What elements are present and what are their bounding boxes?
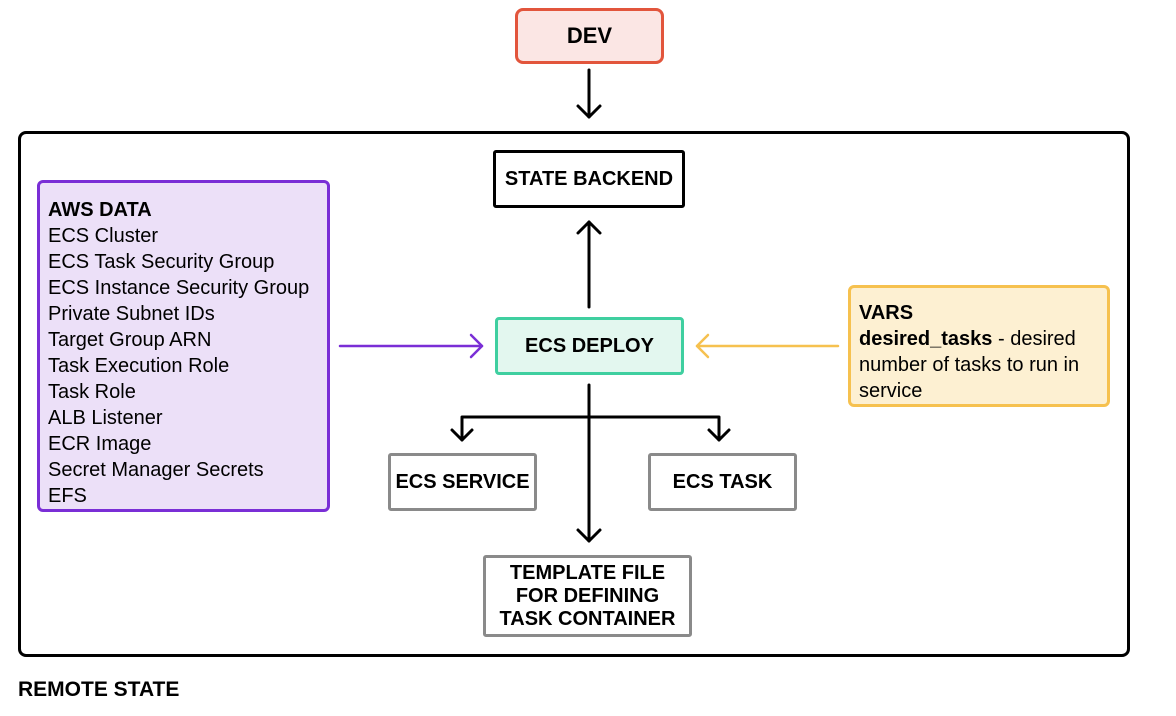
template-file-node: TEMPLATE FILE FOR DEFINING TASK CONTAINE… [483,555,692,637]
aws-data-item: ECS Cluster [48,225,159,247]
aws-data-item: Target Group ARN [48,329,212,351]
aws-data-item: ECR Image [48,433,152,455]
arrow-dev-to-remote [576,68,602,119]
state-backend-node: STATE BACKEND [493,150,685,208]
aws-data-item: ECS Instance Security Group [48,277,310,299]
state-backend-label: STATE BACKEND [504,168,674,190]
vars-panel: VARS desired_tasks - desired number of t… [848,285,1110,407]
vars-title: VARS [859,302,914,324]
ecs-service-node: ECS SERVICE [388,453,537,511]
arrow-aws-data-to-deploy [338,333,484,359]
aws-data-item: ECS Task Security Group [48,251,275,273]
dev-label: DEV [566,22,613,48]
aws-data-item: ALB Listener [48,407,163,429]
aws-data-item: Private Subnet IDs [48,303,215,325]
ecs-task-label: ECS TASK [672,471,773,493]
template-file-label: TEMPLATE FILE FOR DEFINING TASK CONTAINE… [499,561,676,630]
aws-data-item: Task Role [48,381,136,403]
var-name: desired_tasks [859,328,993,350]
aws-data-item: EFS [48,485,87,507]
var-description: - desired number of tasks to run in serv… [859,328,1080,402]
ecs-task-node: ECS TASK [648,453,797,511]
vars-entry: desired_tasks - desired number of tasks … [859,326,1107,404]
aws-data-panel: AWS DATA ECS Cluster ECS Task Security G… [37,180,330,512]
remote-state-frame [18,131,1130,657]
aws-data-item: Secret Manager Secrets [48,459,264,481]
arrow-deploy-to-state-backend [576,220,602,309]
remote-state-label: REMOTE STATE [18,678,180,701]
ecs-deploy-label: ECS DEPLOY [525,335,654,357]
dev-node: DEV [515,8,664,64]
ecs-deploy-node: ECS DEPLOY [495,317,684,375]
arrow-vars-to-deploy [695,333,840,359]
aws-data-title: AWS DATA [48,199,152,221]
arrow-deploy-to-children [450,383,731,543]
aws-data-item: Task Execution Role [48,355,230,377]
ecs-service-label: ECS SERVICE [395,471,530,493]
